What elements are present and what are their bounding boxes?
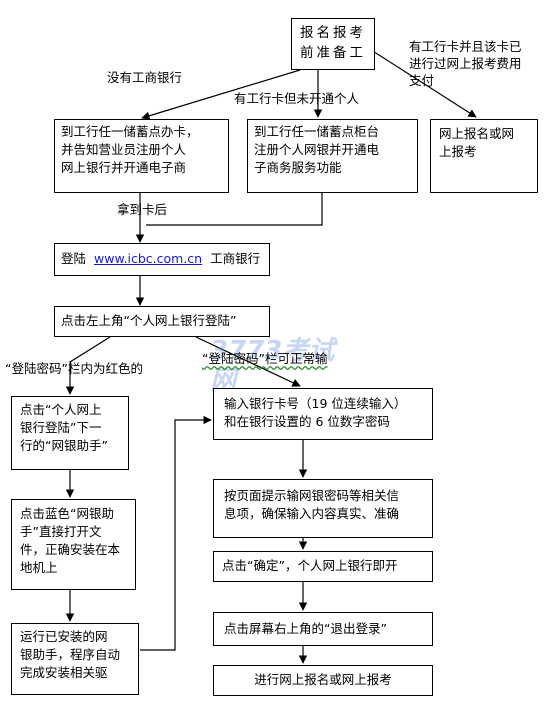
node-card-register: 到工行任一储蓄点柜台 注册个人网银并开通电 子商务服务功能 <box>247 119 418 193</box>
node-left-3: 运行已安装的网 银助手，程序自动 完成安装相关驱 <box>11 623 139 695</box>
node-right-3: 点击“确定”，个人网上银行即开 <box>213 551 433 582</box>
node-right-2: 按页面提示输网银密码等相关信 息项，确保输入内容真实、准确 <box>213 479 433 538</box>
node-card-new: 到工行任一储蓄点办卡， 并告知营业员注册个人 网上银行并开通电子商 <box>54 119 229 193</box>
arrow-start-to-card-new <box>141 69 301 120</box>
node-login: 登陆 www.icbc.com.cn 工商银行 <box>54 243 270 276</box>
node-left-2: 点击蓝色“网银助 手”直接打开文 件，正确安装在本 地机上 <box>11 499 136 590</box>
node-click-login: 点击左上角“个人网上银行登陆” <box>54 306 270 337</box>
arrow-click-to-left <box>65 336 111 395</box>
node-left-1: 点击“个人网上 银行登陆”下一 行的“网银助手” <box>11 396 129 470</box>
arrow-start-to-online <box>367 47 477 118</box>
arrow-card-register-to-login <box>146 193 323 226</box>
node-online-direct: 网上报名或网 上报考 <box>430 119 538 193</box>
node-right-1: 输入银行卡号（19 位连续输入） 和在银行设置的 6 位数字密码 <box>213 388 433 440</box>
label-has-card-not-open: 有工行卡但未开通个人 <box>234 91 360 106</box>
node-right-5: 进行网上报名或网上报考 <box>213 665 433 696</box>
icbc-link[interactable]: www.icbc.com.cn <box>94 251 203 266</box>
label-after-card: 拿到卡后 <box>117 202 168 217</box>
node-start: 报名报考 前准备工 <box>291 18 375 70</box>
label-has-card-paid: 有工行卡并且该卡已 进行过网上报考费用 支付 <box>409 39 522 88</box>
label-no-icbc: 没有工商银行 <box>107 70 183 85</box>
node-right-4: 点击屏幕右上角的“退出登录” <box>213 612 433 646</box>
label-pwd-ok: “登陆密码”栏可正常输 <box>202 351 328 366</box>
arrow-click-to-right <box>195 336 301 387</box>
arrow-left3-to-right1 <box>140 415 212 651</box>
label-pwd-red: “登陆密码”栏内为红色的 <box>5 361 143 376</box>
